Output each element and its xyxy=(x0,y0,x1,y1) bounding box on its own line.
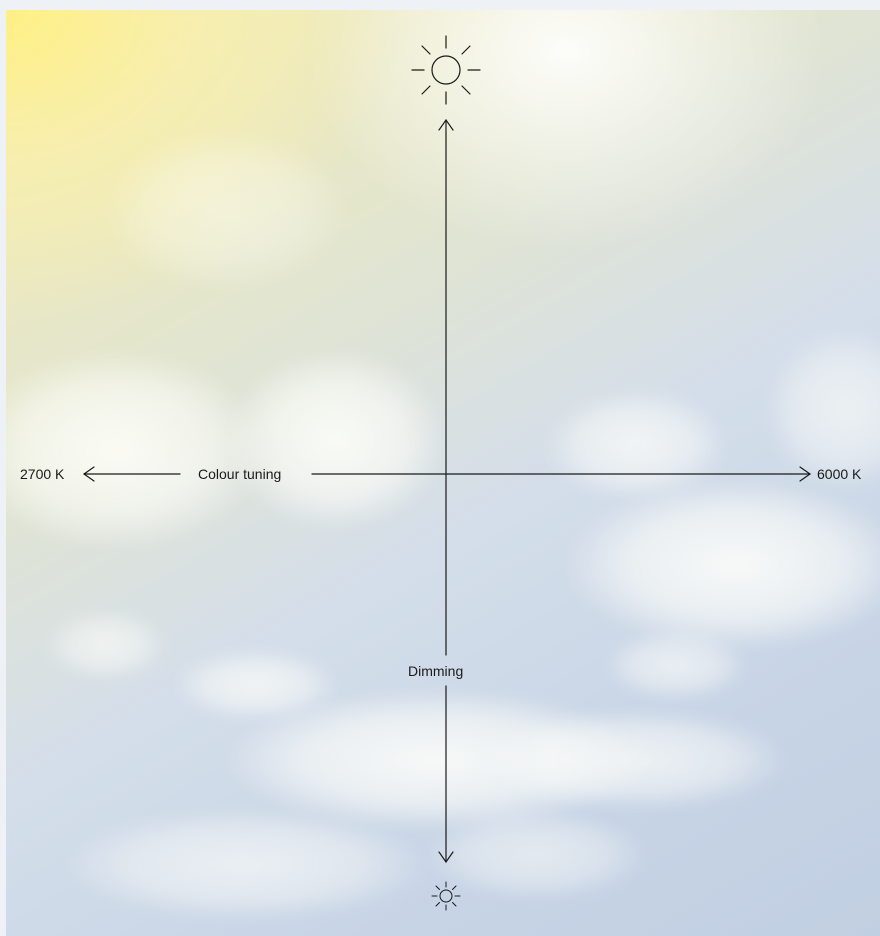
cloud xyxy=(6,350,266,550)
frame-left xyxy=(0,0,6,936)
sun-large-icon xyxy=(411,35,481,105)
cloud xyxy=(606,630,746,700)
cloud xyxy=(486,710,786,810)
cloud xyxy=(46,610,166,680)
arrow-left xyxy=(82,466,95,482)
arrow-up xyxy=(438,118,454,131)
cloud xyxy=(66,810,426,920)
axis-title-colour-tuning: Colour tuning xyxy=(198,466,282,482)
arrow-down xyxy=(438,851,454,864)
cloud xyxy=(226,350,446,530)
sun-small-icon xyxy=(431,881,461,911)
cloud xyxy=(426,810,646,900)
sky-background xyxy=(6,10,880,936)
axis-min-label-2700k: 2700 K xyxy=(20,466,65,482)
axis-max-label-6000k: 6000 K xyxy=(817,466,862,482)
cloud xyxy=(106,130,346,290)
axis-title-dimming: Dimming xyxy=(408,663,464,679)
frame-top xyxy=(0,0,880,10)
arrow-right xyxy=(799,466,812,482)
cloud xyxy=(566,480,880,650)
